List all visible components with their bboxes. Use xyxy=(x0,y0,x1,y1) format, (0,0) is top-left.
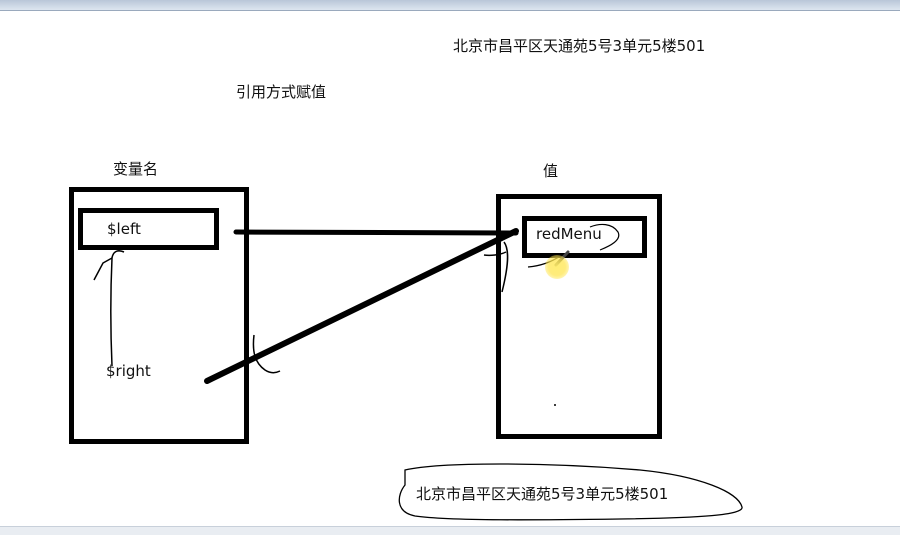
value-heading: 值 xyxy=(543,162,559,180)
window-status-strip xyxy=(0,526,900,535)
address-text-bottom: 北京市昌平区天通苑5号3单元5楼501 xyxy=(416,485,669,503)
annotation-hook-right xyxy=(252,334,281,374)
annotation-ellipse xyxy=(398,463,743,521)
var-left-label: $left xyxy=(107,220,141,238)
address-text-top: 北京市昌平区天通苑5号3单元5楼501 xyxy=(453,37,706,55)
annotation-arrowhead xyxy=(93,257,113,281)
left-reference-line xyxy=(233,229,519,236)
ink-dot xyxy=(554,404,556,406)
annotation-value-tick xyxy=(501,241,509,293)
title-text: 引用方式赋值 xyxy=(236,83,327,101)
variables-heading: 变量名 xyxy=(113,160,159,178)
annotation-arrow-up-stroke xyxy=(110,250,125,367)
value-cell-box xyxy=(522,216,647,258)
left-variable-box xyxy=(78,208,219,250)
annotation-text-scribble xyxy=(589,223,620,251)
window-title-strip xyxy=(0,0,900,11)
annotation-value-mark xyxy=(483,251,507,257)
cursor-highlight xyxy=(545,255,569,279)
variable-box xyxy=(69,187,249,444)
value-box xyxy=(496,194,662,439)
right-reference-line xyxy=(204,228,519,384)
value-text: redMenu xyxy=(536,225,602,243)
var-right-label: $right xyxy=(106,362,151,380)
